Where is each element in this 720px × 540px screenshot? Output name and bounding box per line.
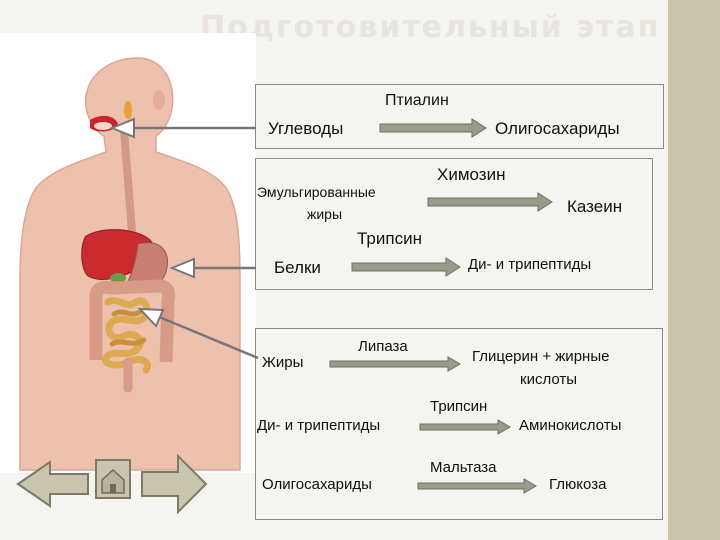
arrow-left-icon[interactable] [18, 462, 88, 506]
arrow-right-icon[interactable] [142, 456, 206, 512]
home-icon[interactable] [96, 460, 130, 498]
